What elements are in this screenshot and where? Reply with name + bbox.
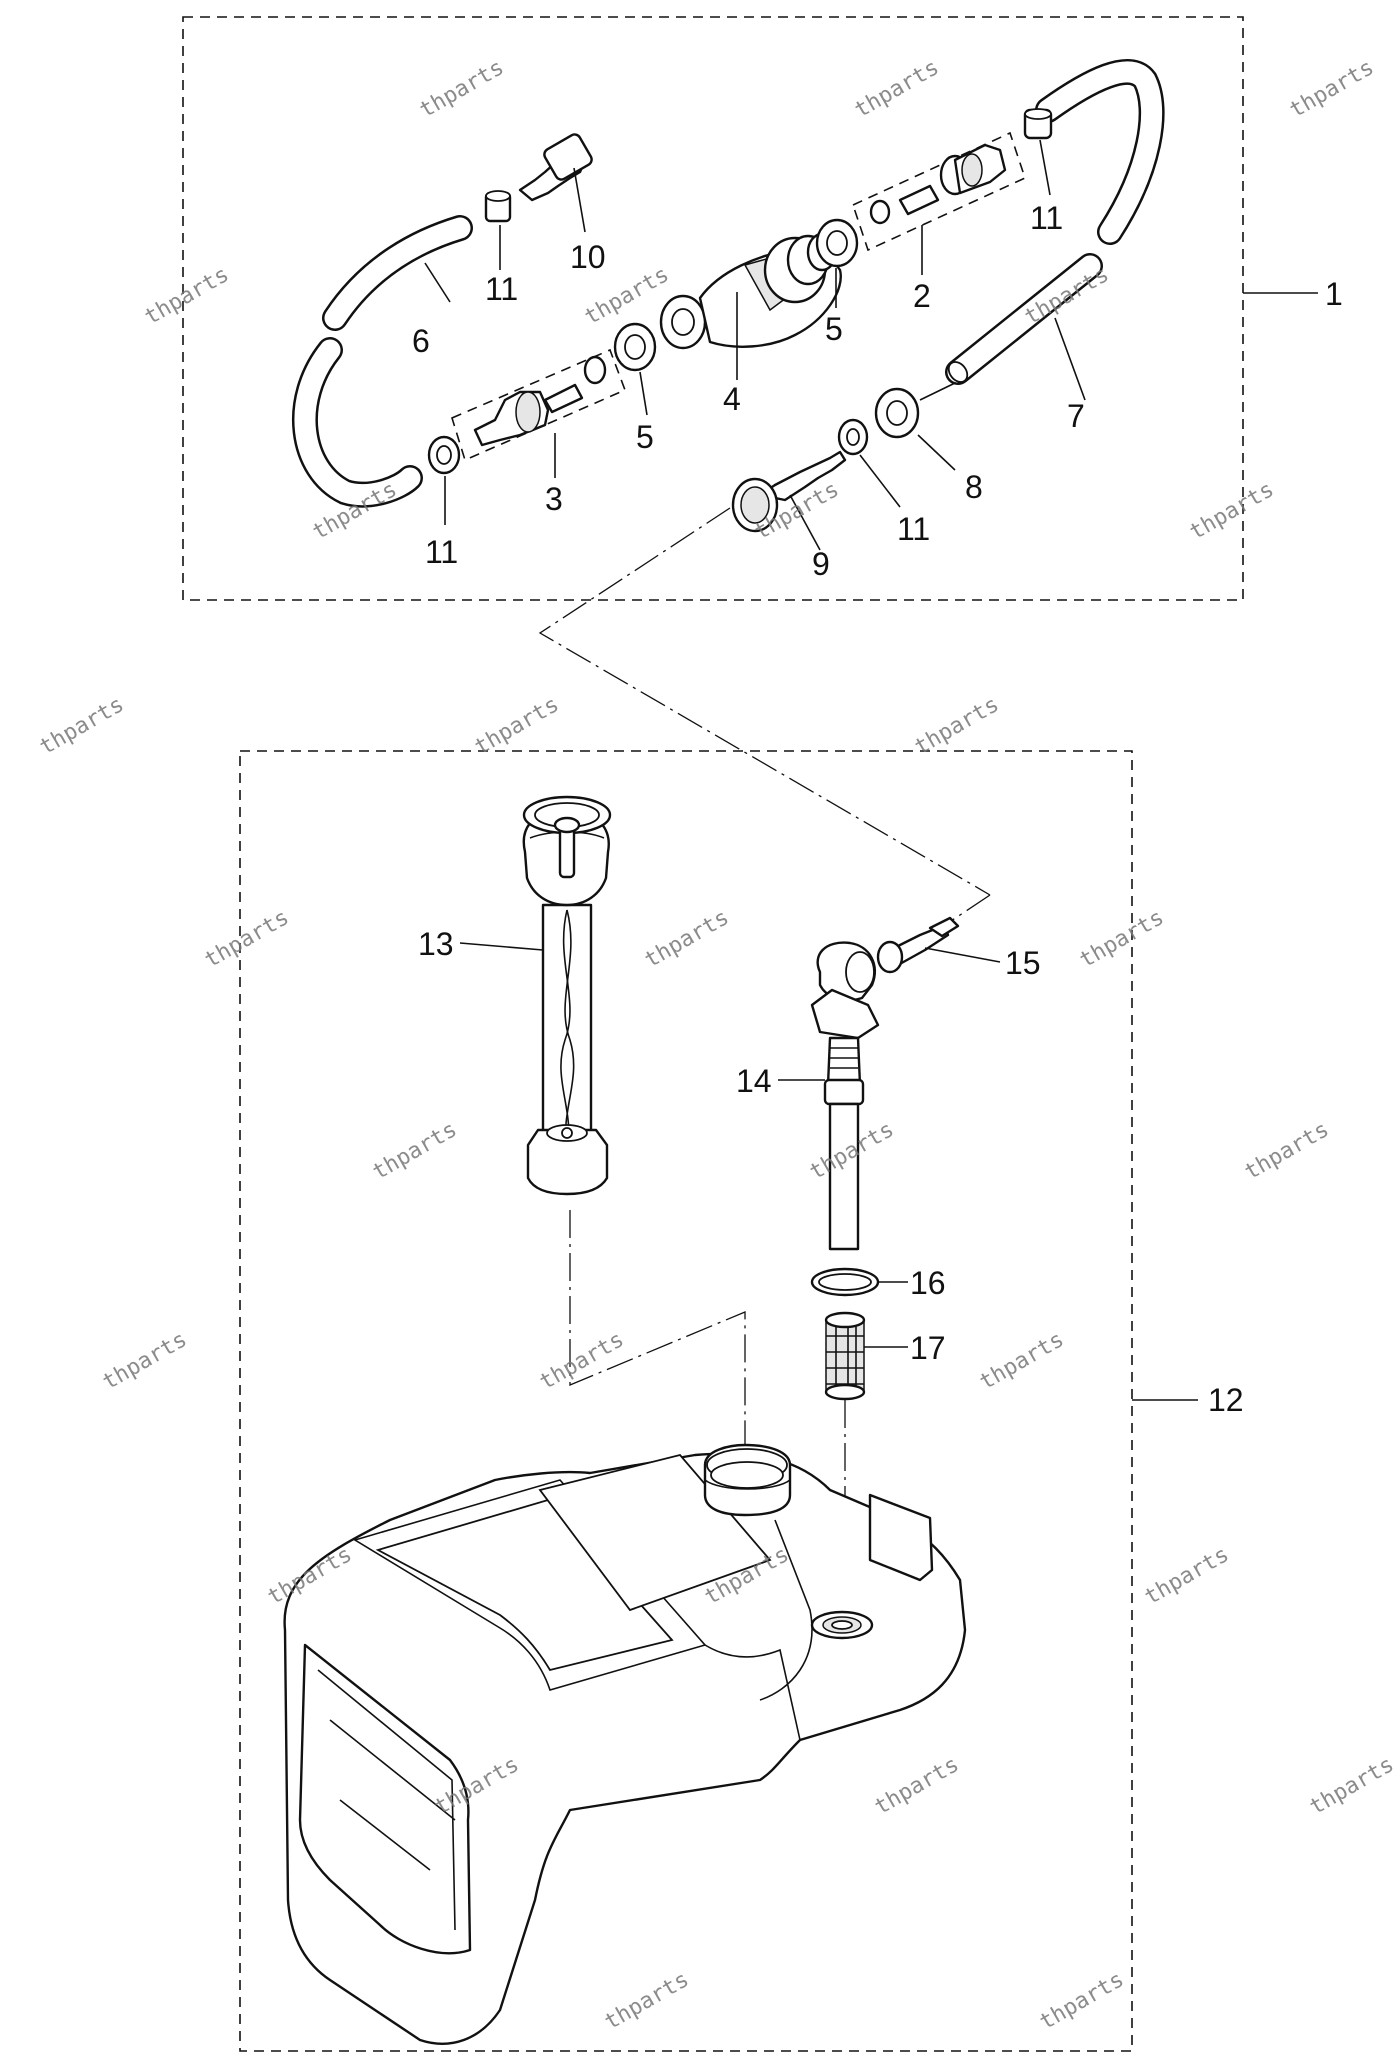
- connector-3: [451, 348, 627, 462]
- ring-5-left: [613, 322, 657, 372]
- callout-17: 17: [910, 1330, 946, 1366]
- callout-15: 15: [1005, 945, 1041, 981]
- watermark: thparts: [36, 692, 129, 760]
- group-box-1: [182, 16, 1244, 601]
- ring-8: [874, 387, 920, 439]
- watermark: thparts: [1306, 1752, 1399, 1820]
- callout-9: 9: [812, 546, 830, 582]
- callout-6: 6: [412, 323, 430, 359]
- callout-3: 3: [545, 481, 563, 517]
- callout-16: 16: [910, 1265, 946, 1301]
- callout-12: 12: [1208, 1382, 1244, 1418]
- watermark: thparts: [1141, 1542, 1234, 1610]
- watermark: thparts: [911, 692, 1004, 760]
- connector-2: [852, 131, 1026, 252]
- fuel-gauge-13: [522, 795, 612, 1196]
- elbow-fitting-14: [810, 941, 880, 1251]
- callout-11-left: 11: [425, 534, 458, 570]
- watermark: thparts: [601, 1967, 694, 2035]
- filter-17: [824, 1311, 866, 1401]
- ring-11-left: [427, 435, 461, 475]
- watermark: thparts: [471, 692, 564, 760]
- hose-6: [291, 215, 473, 508]
- watermark: thparts: [1036, 1967, 1129, 2035]
- callout-1: 1: [1325, 276, 1343, 312]
- callout-5-right: 5: [825, 311, 843, 347]
- hose-7: [945, 253, 1103, 385]
- watermark: thparts: [1186, 477, 1279, 545]
- watermark: thparts: [369, 1117, 462, 1185]
- fitting-15: [876, 916, 960, 974]
- watermark: thparts: [536, 1327, 629, 1395]
- callout-13: 13: [418, 926, 454, 962]
- watermark: thparts: [851, 55, 944, 123]
- watermark: thparts: [871, 1752, 964, 1820]
- callout-11-upper: 11: [485, 271, 518, 307]
- watermark: thparts: [976, 1327, 1069, 1395]
- watermark: thparts: [201, 905, 294, 973]
- callout-7: 7: [1067, 398, 1085, 434]
- group-box-12: [239, 750, 1133, 2052]
- callout-2: 2: [913, 278, 931, 314]
- o-ring-16: [810, 1267, 880, 1297]
- watermark: thparts: [1076, 905, 1169, 973]
- ring-11-upper: [484, 190, 512, 223]
- watermark: thparts: [1241, 1117, 1334, 1185]
- fuel-tank: [283, 1443, 967, 2045]
- callout-14: 14: [736, 1063, 772, 1099]
- ring-11-right: [1023, 108, 1053, 140]
- callout-4: 4: [723, 381, 741, 417]
- watermark: thparts: [641, 905, 734, 973]
- hose-upper-right: [1035, 59, 1165, 245]
- watermark: thparts: [416, 55, 509, 123]
- watermark: thparts: [99, 1327, 192, 1395]
- callout-10: 10: [570, 239, 606, 275]
- ring-11-center: [837, 418, 869, 456]
- fitting-9: [731, 450, 847, 533]
- callout-11-right: 11: [1030, 200, 1063, 236]
- watermark: thparts: [141, 262, 234, 330]
- callout-5-left: 5: [636, 419, 654, 455]
- ring-5-right: [815, 218, 859, 268]
- primer-bulb-4: [659, 232, 842, 350]
- fitting-10: [518, 133, 593, 202]
- callout-11-center: 11: [897, 511, 930, 547]
- callout-8: 8: [965, 469, 983, 505]
- watermark: thparts: [1286, 55, 1379, 123]
